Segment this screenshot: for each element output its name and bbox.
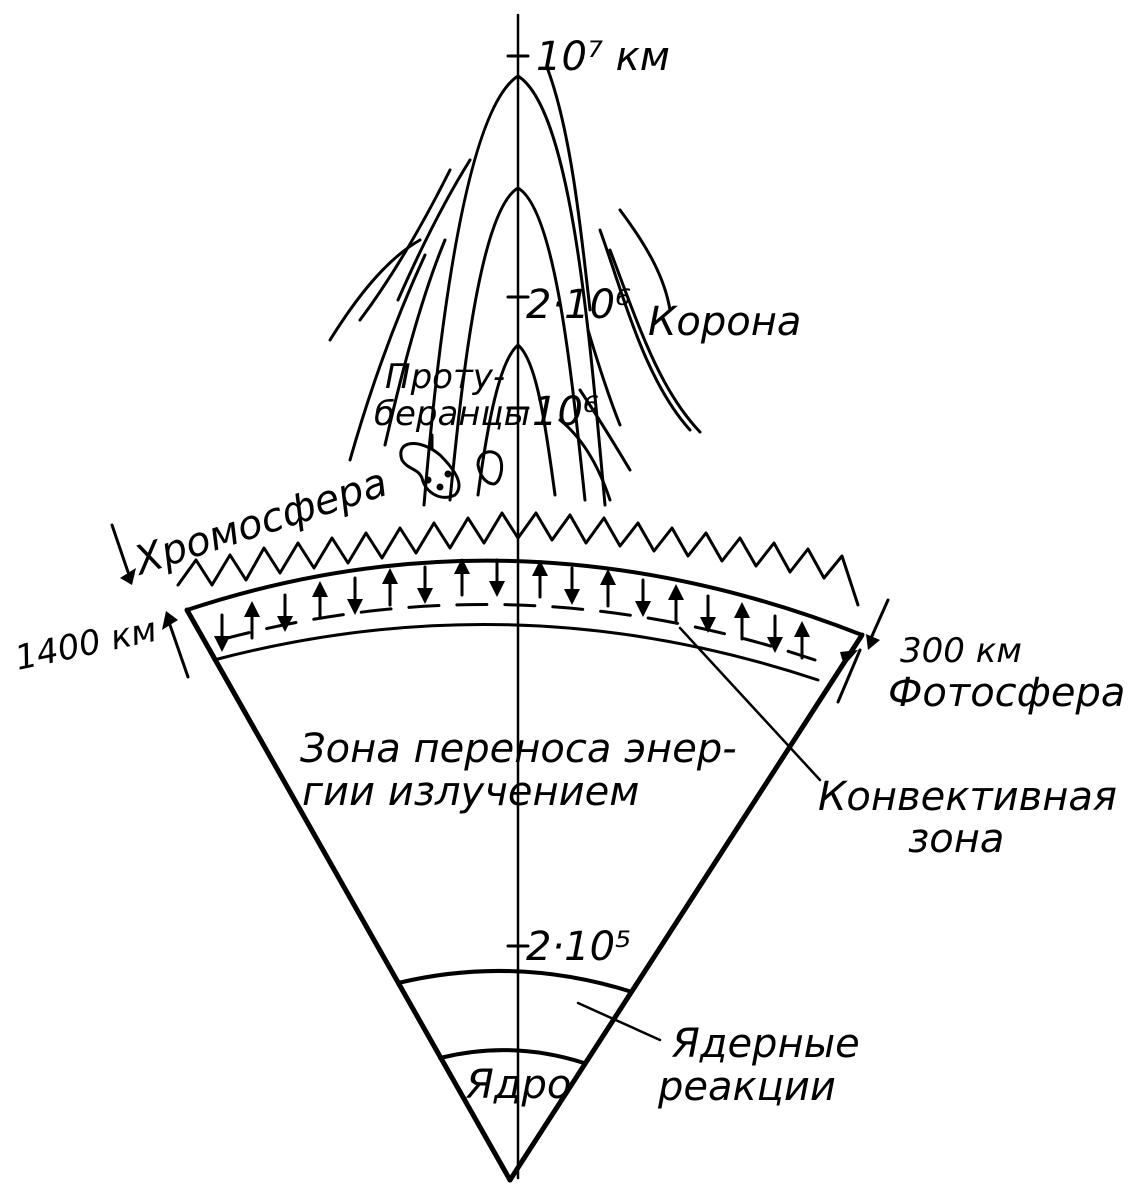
convective-inner-arc <box>212 622 820 682</box>
inner-scale-label: 2·10⁵ <box>526 924 631 970</box>
chromo-thickness-label: 1400 км <box>12 610 161 679</box>
photo-thickness-label: 300 км <box>900 631 1022 671</box>
corona-loops <box>328 68 702 507</box>
chromosphere-zigzag <box>176 511 860 607</box>
radiative-zone-label-2: гии излучением <box>302 769 639 815</box>
chromo-thickness-arrows <box>110 523 190 679</box>
convective-zone-label-1: Конвективная <box>818 774 1117 820</box>
top-scale-label: 10⁷ км <box>536 34 670 80</box>
cone-left-edge <box>184 607 513 1183</box>
convective-zone-label-2: зона <box>908 816 1004 862</box>
convective-leader <box>678 626 822 782</box>
convective-dashed-arc <box>218 602 817 662</box>
radiative-zone-label-1: Зона переноса энер- <box>300 726 737 772</box>
cone-right-edge <box>507 632 865 1183</box>
core-label: Ядро <box>465 1062 571 1108</box>
nuclear-label-2: реакции <box>657 1064 836 1110</box>
convective-arrows <box>214 558 810 660</box>
nuclear-label-1: Ядерные <box>671 1021 860 1067</box>
low-scale-label: 10⁶ <box>532 389 599 435</box>
photosphere-outer-arc <box>185 558 864 637</box>
chromosphere-label: Хромосфера <box>127 460 393 586</box>
prominences-label-1: Проту- <box>385 357 505 397</box>
photo-thickness-arrows <box>836 598 890 704</box>
prominence-blobs <box>399 433 504 499</box>
corona-label: Корона <box>648 299 801 345</box>
nuclear-zone-arc <box>396 968 634 994</box>
core-arc <box>438 1048 586 1065</box>
prominences-label-2: беранцы <box>374 394 531 434</box>
nuclear-leader <box>576 1001 662 1042</box>
photosphere-label: Фотосфера <box>888 670 1125 716</box>
mid-scale-label: 2·10⁶ <box>526 282 631 328</box>
